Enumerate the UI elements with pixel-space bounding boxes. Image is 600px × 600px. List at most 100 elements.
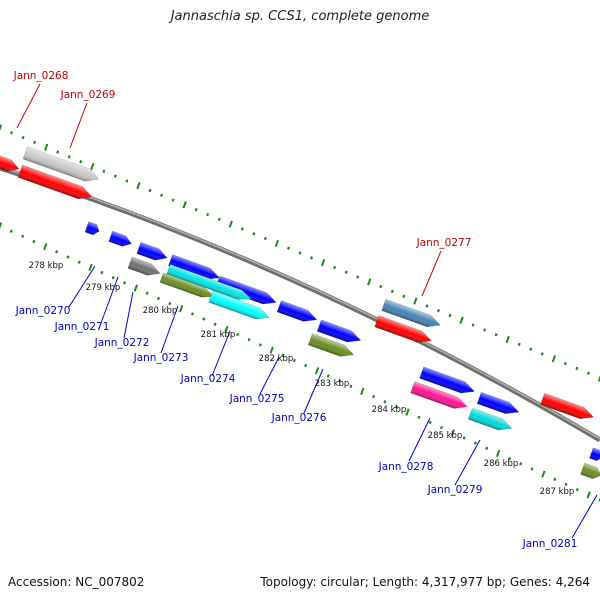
tick-mark-lower <box>190 312 194 316</box>
tick-mark-upper <box>448 313 452 318</box>
tick-mark-lower <box>417 415 421 419</box>
gene-label-lower: Jann_0273 <box>133 352 189 364</box>
gene-blue-edge-shade <box>589 447 600 461</box>
tick-mark-lower <box>145 291 149 295</box>
tick-mark-upper <box>263 236 267 241</box>
tick-mark-upper <box>240 227 244 231</box>
tick-mark-lower <box>360 387 365 396</box>
tick-mark-upper <box>228 220 233 228</box>
gene-jann-0268-shade <box>23 146 99 182</box>
gene-blue-c <box>316 319 362 343</box>
tick-mark-lower <box>541 470 546 478</box>
gene-label-upper: Jann_0268 <box>13 70 69 82</box>
gene-jann-0279 <box>467 407 513 431</box>
leader-line-upper <box>421 250 442 297</box>
tick-mark-lower <box>349 384 353 388</box>
genome-backbone <box>0 165 600 443</box>
tick-mark-upper <box>402 294 406 298</box>
tick-mark-upper <box>529 347 533 351</box>
gene-jann-0269-shade <box>18 165 92 199</box>
tick-mark-lower <box>55 250 59 254</box>
gene-jann-0270 <box>136 241 168 261</box>
tick-mark-upper <box>425 304 429 308</box>
tick-mark-upper <box>206 212 210 217</box>
tick-mark-upper <box>171 198 175 202</box>
gene-small-2 <box>108 230 132 247</box>
tick-mark-upper <box>597 375 600 382</box>
tick-mark-upper <box>21 135 25 140</box>
gene-jann-0272 <box>166 264 253 300</box>
labels: Jann_0268Jann_0269Jann_0277Jann_0270Jann… <box>13 70 578 550</box>
gene-jann-0276 <box>307 333 355 357</box>
tick-mark-upper <box>102 169 106 173</box>
tick-mark-lower <box>553 477 557 482</box>
gene-label-lower: Jann_0276 <box>271 412 327 424</box>
scale-label: 281 kbp <box>201 330 236 340</box>
tick-mark-lower <box>428 420 432 425</box>
leader-line-lower <box>100 276 119 324</box>
gene-jann-0270-shade <box>136 242 168 261</box>
tick-mark-upper <box>125 179 129 183</box>
tick-mark-upper <box>136 182 141 190</box>
tick-mark-lower <box>133 284 138 292</box>
gene-blue-a-shade <box>168 254 220 280</box>
gene-red-0277-shade <box>374 315 432 343</box>
accession-text: Accession: NC_007802 <box>8 575 145 589</box>
gene-red-0277 <box>374 315 432 343</box>
gene-red-right <box>540 392 595 420</box>
gene-jann-0273-shade <box>159 272 215 298</box>
tick-mark-lower <box>383 400 387 404</box>
tick-mark-upper <box>217 217 221 222</box>
tick-mark-upper <box>113 174 117 178</box>
map-title: Jannaschia sp. CCS1, complete genome <box>170 9 430 24</box>
leader-line-lower <box>454 439 481 486</box>
backbone-highlight <box>0 166 600 440</box>
gene-features <box>0 146 600 479</box>
tick-mark-lower <box>156 296 160 301</box>
tick-mark-lower <box>304 363 308 368</box>
tick-mark-lower <box>66 255 70 259</box>
leader-line-lower <box>259 356 280 395</box>
tick-mark-lower <box>575 487 579 492</box>
gene-jann-0273 <box>159 272 216 298</box>
tick-mark-lower <box>564 482 568 487</box>
tick-mark-lower <box>236 332 240 337</box>
tick-mark-upper <box>33 140 37 145</box>
tick-mark-upper <box>540 352 544 356</box>
tick-mark-upper <box>517 342 521 347</box>
gene-blue-d-shade <box>419 366 475 394</box>
tick-marks <box>0 124 600 502</box>
scale-label: 284 kbp <box>372 405 407 415</box>
gene-red-right-shade <box>540 393 594 419</box>
tick-mark-upper <box>505 335 510 344</box>
tick-mark-upper <box>333 265 337 270</box>
gene-blue-d <box>419 366 475 394</box>
tick-mark-lower <box>0 222 3 229</box>
gene-jann-0271 <box>127 256 161 276</box>
tick-mark-lower <box>179 305 184 313</box>
tick-mark-upper <box>379 284 383 289</box>
tick-mark-lower <box>258 343 262 347</box>
tick-mark-upper <box>575 366 579 371</box>
tick-mark-upper <box>56 150 60 154</box>
tick-mark-lower <box>462 436 466 440</box>
tick-mark-upper <box>274 239 280 248</box>
scale-label: 278 kbp <box>29 261 64 271</box>
tick-mark-lower <box>168 301 172 306</box>
tick-mark-lower <box>450 429 455 437</box>
leader-line-upper <box>16 83 41 129</box>
tick-mark-lower <box>586 491 591 499</box>
tick-mark-lower <box>88 263 93 271</box>
tick-mark-upper <box>551 355 556 363</box>
tick-mark-upper <box>252 232 256 236</box>
tick-mark-lower <box>485 446 489 450</box>
genome-summary-text: Topology: circular; Length: 4,317,977 bp… <box>260 575 590 589</box>
tick-mark-lower <box>43 243 48 251</box>
tick-mark-upper <box>298 251 302 255</box>
scale-label: 280 kbp <box>143 306 178 316</box>
tick-mark-upper <box>367 278 372 286</box>
gene-jann-0281-shade <box>580 462 600 479</box>
gene-label-lower: Jann_0278 <box>378 461 434 473</box>
leader-line-lower <box>123 291 134 339</box>
tick-mark-lower <box>314 367 320 375</box>
